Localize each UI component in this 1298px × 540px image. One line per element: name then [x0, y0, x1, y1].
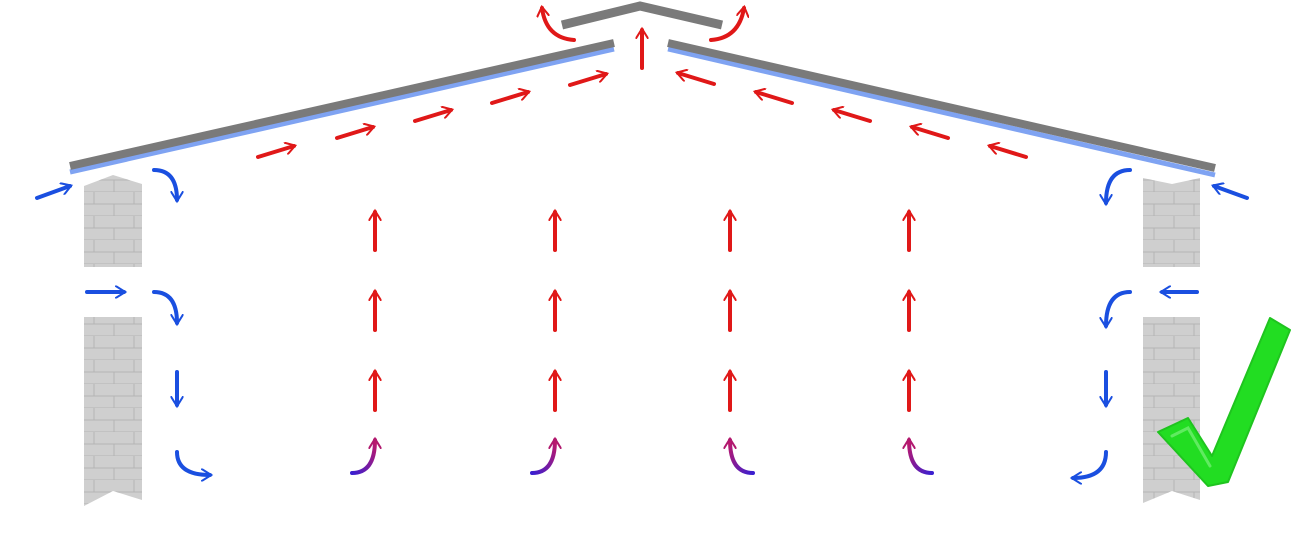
- left-wall-upper: [84, 175, 142, 267]
- arrow-icon: [834, 110, 872, 123]
- arrow-icon: [350, 440, 375, 475]
- roof-right: [667, 39, 1216, 172]
- left-wall: [84, 175, 142, 506]
- right-wall-upper: [1143, 178, 1200, 267]
- arrow-icon: [152, 168, 177, 200]
- arrow-icon: [990, 146, 1028, 159]
- arrow-icon: [756, 92, 794, 105]
- arrow-icon: [413, 110, 451, 123]
- arrow-icon: [530, 440, 555, 475]
- arrow-icon: [1106, 168, 1132, 203]
- arrow-icon: [912, 127, 950, 140]
- arrow-icon: [1106, 290, 1132, 326]
- arrow-icon: [709, 8, 744, 42]
- right-wall-lower: [1143, 317, 1200, 503]
- cold-air-flow: [35, 168, 1249, 478]
- mixed-air-flow: [350, 440, 934, 475]
- check-mark-icon: [1157, 317, 1291, 487]
- arrow-icon: [1214, 186, 1249, 200]
- ridge-cap: [560, 1, 724, 30]
- arrow-icon: [730, 440, 755, 475]
- arrow-icon: [152, 290, 177, 323]
- arrow-icon: [256, 146, 294, 159]
- arrow-icon: [678, 73, 716, 86]
- roof-underlay-left: [69, 46, 615, 175]
- arrow-icon: [568, 74, 606, 87]
- arrow-icon: [35, 186, 70, 200]
- roof-left: [69, 39, 615, 170]
- arrow-icon: [175, 450, 210, 475]
- arrow-icon: [335, 127, 373, 140]
- arrow-icon: [909, 440, 934, 475]
- arrow-icon: [542, 8, 576, 42]
- warm-air-flow: [256, 8, 1028, 412]
- roof-underlay-right: [667, 46, 1216, 178]
- arrow-icon: [1073, 450, 1108, 478]
- arrow-icon: [490, 92, 528, 105]
- roof: [69, 1, 1216, 178]
- left-wall-lower: [84, 317, 142, 506]
